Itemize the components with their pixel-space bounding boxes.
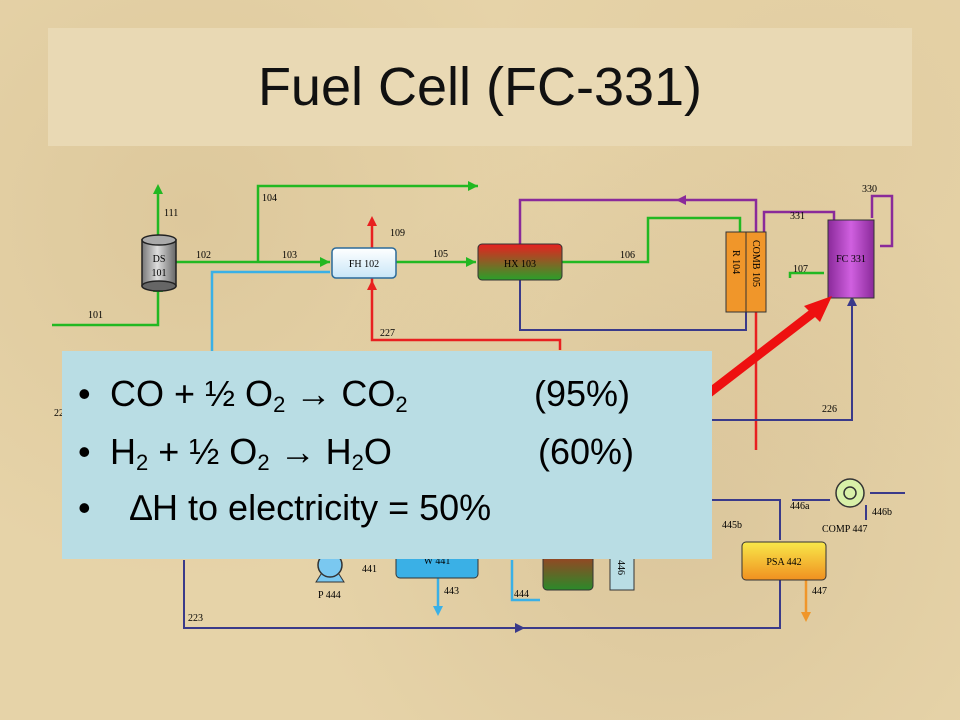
fh102-label: FH 102 xyxy=(349,259,379,270)
ds101-unit: DS 101 xyxy=(141,234,177,292)
blue-arrowheads xyxy=(433,606,443,616)
p444-label: P 444 xyxy=(318,590,341,601)
co2-subscript: 2 xyxy=(395,392,408,417)
ds101-label-a: DS xyxy=(153,254,166,265)
v446-label: 446 xyxy=(615,560,626,575)
comb105-label: COMB 105 xyxy=(750,240,761,287)
stream-331: 331 xyxy=(790,211,805,222)
stream-106: 106 xyxy=(620,250,635,261)
stream-226: 226 xyxy=(822,404,837,415)
bullet-1: • xyxy=(78,373,91,414)
stream-111: 111 xyxy=(164,208,178,219)
electricity-efficiency-text: H to electricity = 50% xyxy=(152,487,492,528)
stream-22: 22 xyxy=(54,408,64,419)
stream-443: 443 xyxy=(444,586,459,597)
stream-107: 107 xyxy=(793,264,808,275)
r104-unit: R 104 xyxy=(725,231,747,313)
stream-102: 102 xyxy=(196,250,211,261)
fc331-label: FC 331 xyxy=(836,254,866,265)
green-streams xyxy=(52,184,824,327)
orange-arrowhead xyxy=(801,612,811,622)
stream-330: 330 xyxy=(862,184,877,195)
comp447-unit: COMP 447 xyxy=(822,478,867,535)
stream-103: 103 xyxy=(282,250,297,261)
title-banner: Fuel Cell (FC-331) xyxy=(48,28,912,146)
hx103-unit: HX 103 xyxy=(477,243,563,281)
fh102-unit: FH 102 xyxy=(331,247,397,279)
co-reaction-right: → CO xyxy=(285,373,396,414)
stream-104: 104 xyxy=(262,193,277,204)
h2-o2-subscript: 2 xyxy=(257,450,270,475)
slide-title: Fuel Cell (FC-331) xyxy=(257,57,703,117)
r104-label: R 104 xyxy=(730,250,741,274)
h2o-subscript: 2 xyxy=(351,450,364,475)
co-reaction-left: CO + ½ O xyxy=(110,373,274,414)
stream-445b: 445b xyxy=(722,520,742,531)
highlight-arrow xyxy=(697,296,832,404)
h2-subscript: 2 xyxy=(136,450,149,475)
stream-441: 441 xyxy=(362,564,377,575)
stream-446a: 446a xyxy=(790,501,810,512)
navy-streams xyxy=(183,280,905,629)
comp447-label: COMP 447 xyxy=(822,524,867,535)
psa442-label: PSA 442 xyxy=(766,557,801,568)
w441-label: W 441 xyxy=(424,556,451,567)
delta-symbol: ∆ xyxy=(130,487,153,528)
h2-reaction-right: → H xyxy=(269,431,352,472)
stream-101: 101 xyxy=(88,310,103,321)
stream-446b: 446b xyxy=(872,507,892,518)
hx103-label: HX 103 xyxy=(504,259,536,270)
purple-streams xyxy=(518,194,894,248)
purple-arrowheads xyxy=(676,195,686,205)
stream-105: 105 xyxy=(433,249,448,260)
p444-unit: P 444 xyxy=(315,552,345,601)
h2-symbol: H xyxy=(110,431,136,472)
stream-109: 109 xyxy=(390,228,405,239)
bullet-2: • xyxy=(78,431,91,472)
h2o-oxygen: O xyxy=(363,431,392,472)
stream-444: 444 xyxy=(514,589,529,600)
ds101-label-b: 101 xyxy=(152,268,167,279)
h2-conversion-pct: (60%) xyxy=(538,431,635,472)
co-conversion-pct: (95%) xyxy=(534,373,631,414)
navy-arrowheads xyxy=(515,296,857,633)
psa442-unit: PSA 442 xyxy=(741,541,827,581)
co-o2-subscript: 2 xyxy=(273,392,286,417)
stream-227: 227 xyxy=(380,328,395,339)
fc331-unit: FC 331 xyxy=(827,219,875,299)
reaction-callout-box: • CO + ½ O2 → CO2 (95%) • H2 + ½ O2 → H2… xyxy=(62,351,712,559)
h2-reaction-left: + ½ O xyxy=(148,431,258,472)
stream-labels: 111 101 102 103 104 109 105 106 107 331 … xyxy=(54,184,892,624)
comb105-unit: COMB 105 xyxy=(745,231,767,313)
red-arrowheads xyxy=(367,216,377,290)
stream-447: 447 xyxy=(812,586,827,597)
stream-223: 223 xyxy=(188,613,203,624)
green-arrowheads xyxy=(153,181,478,292)
bullet-3: • xyxy=(78,487,91,528)
red-streams xyxy=(370,222,758,450)
